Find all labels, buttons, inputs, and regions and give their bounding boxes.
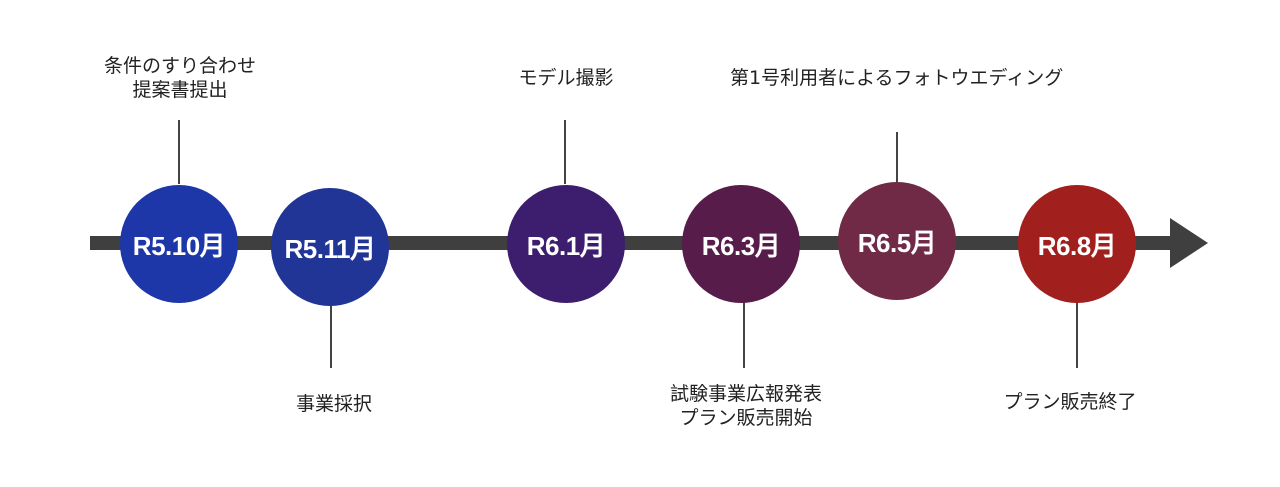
- connector-r6-3: [743, 302, 745, 368]
- milestone-r6-1: R6.1月: [507, 185, 625, 303]
- timeline-axis: [90, 236, 1180, 250]
- event-line: 第1号利用者によるフォトウエディング: [730, 67, 1064, 89]
- event-below-r5-11: 事業採択: [174, 392, 494, 416]
- event-above-r5-10: 条件のすり合わせ 提案書提出: [20, 54, 340, 102]
- event-below-r6-3: 試験事業広報発表 プラン販売開始: [586, 382, 906, 430]
- event-above-r6-5: 第1号利用者によるフォトウエディング: [730, 66, 1064, 90]
- connector-r6-8: [1076, 302, 1078, 368]
- event-below-r6-8: プラン販売終了: [910, 390, 1230, 414]
- milestone-label: R6.8月: [1037, 230, 1117, 261]
- connector-r6-5: [896, 132, 898, 186]
- milestone-label: R5.10月: [132, 230, 226, 261]
- milestone-label: R6.1月: [526, 230, 606, 261]
- timeline-arrowhead: [1170, 218, 1208, 268]
- milestone-r6-8: R6.8月: [1018, 185, 1136, 303]
- milestone-r6-3: R6.3月: [682, 185, 800, 303]
- milestone-r5-10: R5.10月: [120, 185, 238, 303]
- connector-r5-10: [178, 120, 180, 184]
- event-line: モデル撮影: [518, 67, 614, 89]
- milestone-r6-5: R6.5月: [838, 182, 956, 300]
- event-line: プラン販売終了: [1003, 391, 1137, 413]
- event-above-r6-1: モデル撮影: [406, 66, 726, 90]
- event-line: プラン販売開始: [679, 407, 813, 429]
- milestone-label: R6.3月: [701, 230, 781, 261]
- event-line: 試験事業広報発表: [669, 383, 822, 405]
- connector-r5-11: [330, 302, 332, 368]
- event-line: 提案書提出: [132, 79, 228, 101]
- milestone-label: R6.5月: [857, 227, 937, 258]
- event-line: 事業採択: [295, 393, 372, 415]
- milestone-r5-11: R5.11月: [271, 188, 389, 306]
- event-line: 条件のすり合わせ: [103, 55, 256, 77]
- connector-r6-1: [564, 120, 566, 184]
- milestone-label: R5.11月: [284, 233, 376, 264]
